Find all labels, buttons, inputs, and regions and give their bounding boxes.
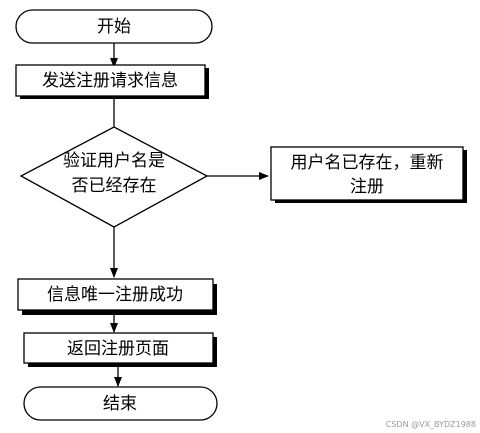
- unique-success-label: 信息唯一注册成功: [47, 285, 183, 305]
- end-terminal: 结束: [23, 386, 218, 421]
- start-label: 开始: [97, 17, 131, 37]
- send-request-box: 发送注册请求信息: [15, 64, 209, 99]
- verify-decision: 验证用户名是 否已经存在: [19, 126, 209, 228]
- watermark-text: CSDN @VX_BYDZ1988: [386, 420, 476, 429]
- verify-label-line1: 验证用户名是: [63, 151, 165, 171]
- start-terminal: 开始: [15, 9, 213, 44]
- send-request-label: 发送注册请求信息: [42, 71, 178, 91]
- end-label: 结束: [103, 394, 137, 414]
- exists-label-line1: 用户名已存在，重新: [291, 153, 444, 173]
- unique-success-box: 信息唯一注册成功: [17, 278, 217, 315]
- exists-label-line2: 注册: [350, 177, 384, 197]
- return-page-label: 返回注册页面: [67, 339, 169, 359]
- return-page-box: 返回注册页面: [23, 332, 217, 367]
- username-exists-box: 用户名已存在，重新 注册: [270, 146, 467, 203]
- verify-label-line2: 否已经存在: [72, 176, 157, 196]
